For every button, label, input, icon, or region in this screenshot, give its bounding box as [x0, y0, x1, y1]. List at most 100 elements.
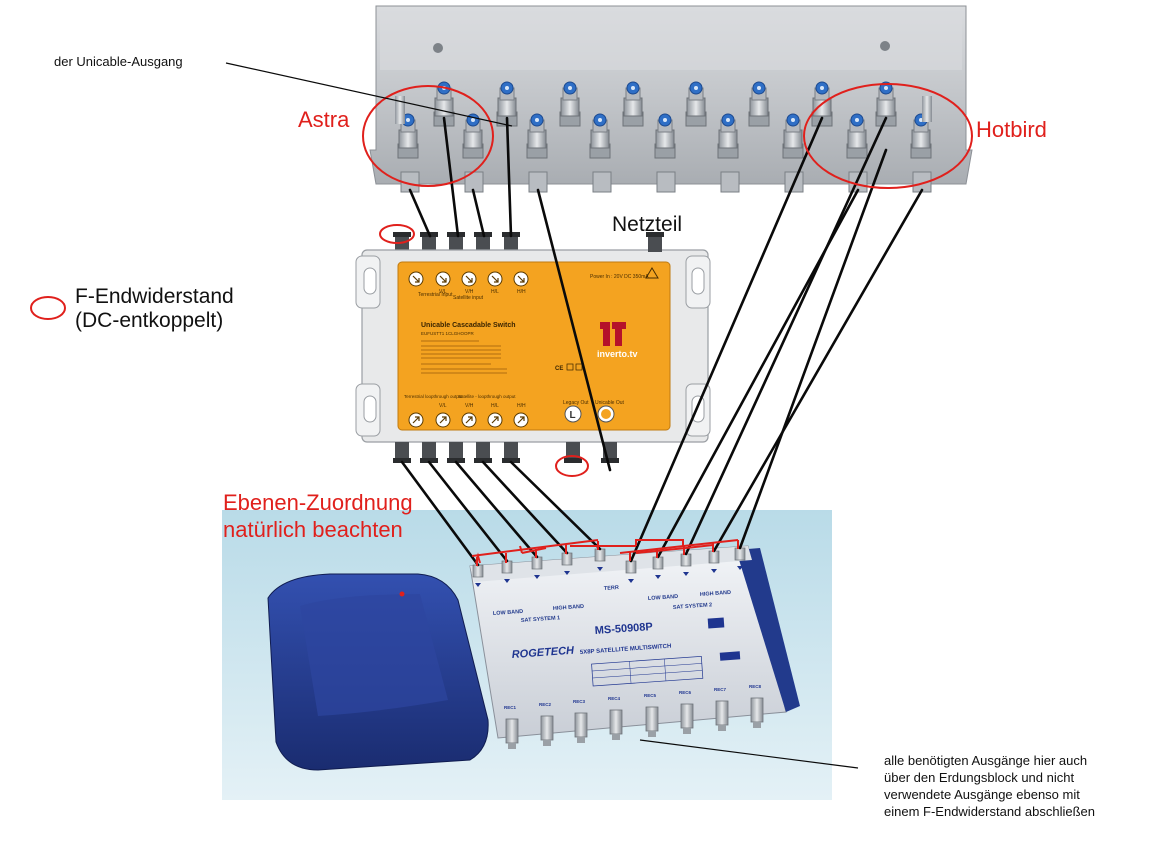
level-bracket-sat1 [471, 539, 599, 557]
ms-high-band-2: HIGH BAND [700, 590, 732, 598]
power-supply-label: Netzteil [612, 213, 683, 236]
coax-cable [454, 460, 539, 559]
inverto-logo: inverto.tv [597, 322, 638, 359]
switch-title: Unicable Cascadable Switch [421, 322, 516, 329]
ms-brand: ROGETECH [511, 645, 575, 661]
front-f-connector [910, 113, 932, 159]
ms-model: MS-50908P [594, 621, 653, 637]
switch-output-icon: V/L [435, 403, 451, 428]
ground-screw-right [922, 96, 932, 122]
multiswitch-output-label: REC3 [573, 699, 586, 704]
legend-text: F-Endwiderstand (DC-entkoppelt) [75, 285, 234, 333]
multiswitch-photo: LOW BAND HIGH BAND SAT SYSTEM 1 LOW BAND… [222, 510, 832, 800]
multiswitch-input-ports [472, 547, 746, 587]
switch-output-label: V/L [439, 403, 447, 409]
rear-f-connector [811, 81, 833, 127]
ground-screw-left [395, 96, 405, 124]
ms-high-band-1: HIGH BAND [553, 604, 585, 612]
ms-sat-system-1: SAT SYSTEM 1 [521, 615, 561, 624]
multiswitch-side-cap [736, 548, 800, 712]
front-f-connector [654, 113, 676, 159]
switch-f-port [564, 442, 582, 463]
coax-cable [427, 460, 509, 563]
grounding-block-bottom-stubs [400, 171, 932, 193]
switch-f-port [447, 232, 465, 252]
switch-f-port [474, 442, 492, 463]
ms-low-band-1: LOW BAND [493, 609, 524, 617]
level-bracket-sat2 [619, 539, 739, 554]
switch-terrestrial-loopthrough-label: Terrestrial loopthrough output [404, 394, 463, 399]
switch-port-label: H/L [491, 289, 499, 295]
astra-label: Astra [298, 107, 350, 132]
switch-output-icon: V/H [461, 403, 477, 428]
multiswitch-output-label: REC8 [749, 684, 762, 689]
hotbird-highlight-ellipse [803, 83, 973, 189]
svg-text:L: L [570, 410, 576, 421]
switch-unicable-out-icon [597, 405, 615, 423]
multiswitch-output-port [750, 697, 764, 728]
coax-cable [509, 460, 602, 551]
multiswitch-output-port [680, 703, 694, 734]
switch-input-ports [393, 232, 520, 252]
astra-highlight-ellipse [362, 85, 494, 187]
grounding-block-front-connectors [397, 113, 932, 159]
multiswitch-output-label: REC4 [608, 696, 621, 701]
switch-output-icon: H/H [513, 403, 529, 428]
switch-output-label: H/L [491, 403, 499, 409]
level-link-c [635, 544, 714, 554]
coax-cable [738, 148, 888, 550]
switch-brand: inverto.tv [597, 349, 638, 359]
multiswitch-output-port [645, 706, 659, 737]
outputs-note-line-3: verwendete Ausgänge ebenso mit [884, 787, 1080, 802]
front-f-connector [589, 113, 611, 159]
switch-spec-lines [421, 340, 507, 374]
rear-f-connector [748, 81, 770, 127]
multiswitch-output-port [715, 700, 729, 731]
front-f-connector [782, 113, 804, 159]
switch-port-icon [408, 271, 424, 287]
multiswitch-label-area: LOW BAND HIGH BAND SAT SYSTEM 1 LOW BAND… [493, 585, 741, 687]
switch-port-label: V/L [439, 289, 447, 295]
coax-cable [536, 188, 612, 472]
terminator-mark-input [379, 224, 415, 244]
switch-unicable-out-label: Unicable Out [595, 400, 625, 406]
ms-low-band-2: LOW BAND [648, 594, 679, 602]
switch-terrestrial-input-label: Terrestrial Input [418, 292, 453, 298]
level-link-b [570, 539, 684, 547]
switch-output-ports [393, 442, 619, 463]
switch-port-label: H/H [517, 289, 526, 295]
coax-cable [505, 116, 513, 238]
switch-f-port [393, 442, 411, 463]
switch-label-panel [397, 261, 671, 431]
switch-f-port [420, 442, 438, 463]
hotbird-label: Hotbird [976, 117, 1047, 142]
multiswitch-output-ports [505, 697, 764, 749]
level-note-line-1: Ebenen-Zuordnung [223, 490, 413, 515]
switch-input-port-icons: V/L V/H H/L H/H [408, 271, 529, 295]
multiswitch-output-label: REC5 [644, 693, 657, 698]
multiswitch-output-label: REC6 [679, 690, 692, 695]
switch-certification-marks: CE [555, 363, 583, 372]
switch-legacy-out-label: Legacy Out [563, 400, 589, 406]
legend-line-1: F-Endwiderstand [75, 285, 234, 308]
coax-cable [629, 116, 824, 563]
switch-port-icon: H/H [513, 271, 529, 295]
switch-port-icon: V/H [461, 271, 477, 295]
multiswitch-output-port [609, 709, 623, 740]
switch-legacy-out-icon: L [564, 405, 582, 423]
coax-cable [400, 460, 480, 567]
multiswitch-output-port [574, 712, 588, 743]
switch-port-icon: H/L [487, 271, 503, 295]
switch-f-port [393, 232, 411, 252]
rear-f-connector [559, 81, 581, 127]
outputs-note-line-1: alle benötigten Ausgänge hier auch [884, 753, 1088, 768]
bottom-stub [656, 171, 676, 193]
switch-satellite-input-label: Satellite input [453, 295, 484, 301]
outputs-note-line-2: über den Erdungsblock und nicht [884, 770, 1075, 785]
bottom-stub [592, 171, 612, 193]
annotations [30, 83, 973, 566]
multiswitch-output-port [505, 718, 519, 749]
switch-f-port [502, 442, 520, 463]
terminator-mark-legacy-out [555, 455, 589, 477]
coax-cable [471, 188, 486, 238]
